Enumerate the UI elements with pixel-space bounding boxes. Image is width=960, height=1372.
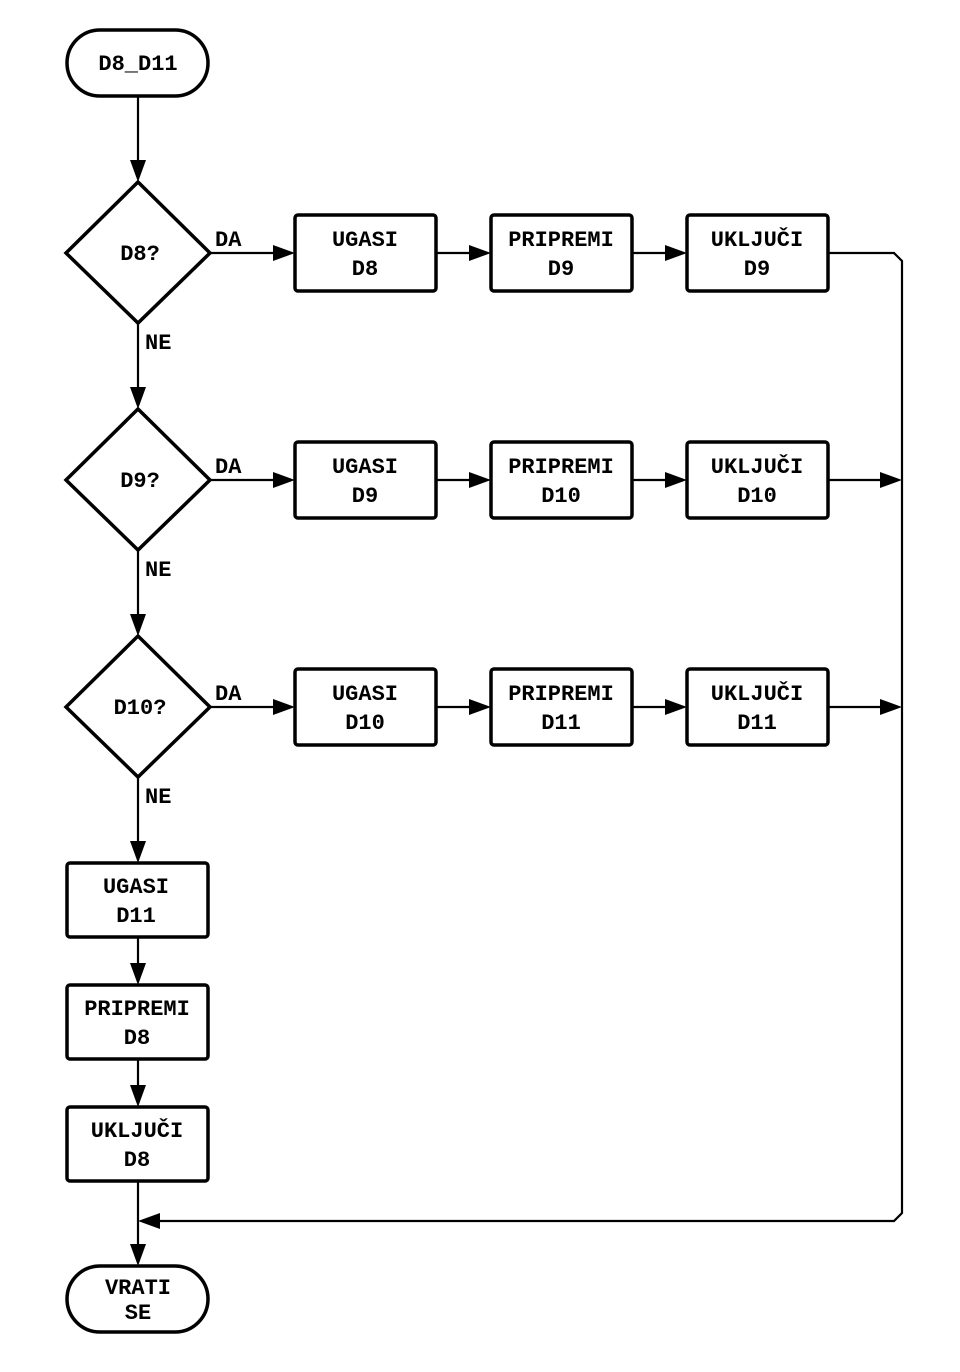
process-box: UKLJUČI D9 (685, 213, 830, 293)
process-box: UKLJUČI D11 (685, 667, 830, 747)
arrowhead (665, 472, 687, 488)
process-line2: D11 (737, 711, 777, 736)
process-line1: PRIPREMI (84, 997, 190, 1022)
arrowheads (130, 160, 902, 1266)
arrowhead (880, 472, 902, 488)
arrowhead (880, 699, 902, 715)
process-line2: D9 (352, 484, 378, 509)
process-line1: PRIPREMI (508, 228, 614, 253)
arrowhead (130, 1085, 146, 1107)
process-box: UKLJUČI D8 (65, 1105, 210, 1183)
process-box: UGASI D10 (293, 667, 438, 747)
decision-d8: D8? (63, 179, 213, 326)
start-label: D8_D11 (98, 52, 177, 77)
arrowhead (130, 1244, 146, 1266)
return-path (158, 251, 904, 1223)
process-line1: UGASI (103, 875, 169, 900)
process-line1: PRIPREMI (508, 682, 614, 707)
arrowhead (469, 472, 491, 488)
process-line2: D11 (541, 711, 581, 736)
end-line2: SE (125, 1301, 151, 1326)
process-box: UGASI D9 (293, 440, 438, 520)
decision-d9: D9? (63, 406, 213, 553)
process-line1: UKLJUČI (711, 681, 803, 707)
process-box: PRIPREMI D9 (489, 213, 634, 293)
end-terminal: VRATI SE (65, 1264, 210, 1334)
arrowhead (130, 387, 146, 409)
process-box: PRIPREMI D11 (489, 667, 634, 747)
no-label: NE (145, 558, 171, 583)
arrowhead (469, 699, 491, 715)
decision-question: D8? (120, 242, 160, 267)
arrowhead (273, 699, 295, 715)
arrowhead (130, 614, 146, 636)
arrowhead (273, 472, 295, 488)
arrowhead (130, 963, 146, 985)
process-box: PRIPREMI D10 (489, 440, 634, 520)
process-line2: D9 (744, 257, 770, 282)
arrowhead (130, 841, 146, 863)
process-line1: UGASI (332, 228, 398, 253)
decision-d10: D10? (63, 633, 213, 780)
process-box: UGASI D8 (293, 213, 438, 293)
process-line1: UKLJUČI (711, 454, 803, 480)
decision-question: D10? (114, 696, 167, 721)
arrowhead (273, 245, 295, 261)
process-box: PRIPREMI D8 (65, 983, 210, 1061)
process-line1: PRIPREMI (508, 455, 614, 480)
process-line2: D10 (345, 711, 385, 736)
arrowhead (130, 160, 146, 182)
end-line1: VRATI (105, 1276, 171, 1301)
decision-question: D9? (120, 469, 160, 494)
process-line2: D9 (548, 257, 574, 282)
arrowhead (665, 699, 687, 715)
yes-label: DA (215, 682, 242, 707)
arrowhead (665, 245, 687, 261)
process-line1: UGASI (332, 682, 398, 707)
process-box: UGASI D11 (65, 861, 210, 939)
arrowhead (469, 245, 491, 261)
process-line1: UKLJUČI (91, 1118, 183, 1144)
yes-label: DA (215, 228, 242, 253)
no-label: NE (145, 331, 171, 356)
process-line2: D11 (116, 904, 156, 929)
yes-label: DA (215, 455, 242, 480)
process-box: UKLJUČI D10 (685, 440, 830, 520)
connectors (136, 96, 904, 1248)
no-label: NE (145, 785, 171, 810)
process-line2: D8 (352, 257, 378, 282)
process-line2: D8 (124, 1148, 150, 1173)
process-line1: UGASI (332, 455, 398, 480)
process-line1: UKLJUČI (711, 227, 803, 253)
process-line2: D10 (541, 484, 581, 509)
arrowhead (138, 1213, 160, 1229)
start-terminal: D8_D11 (65, 28, 210, 98)
process-line2: D10 (737, 484, 777, 509)
process-line2: D8 (124, 1026, 150, 1051)
